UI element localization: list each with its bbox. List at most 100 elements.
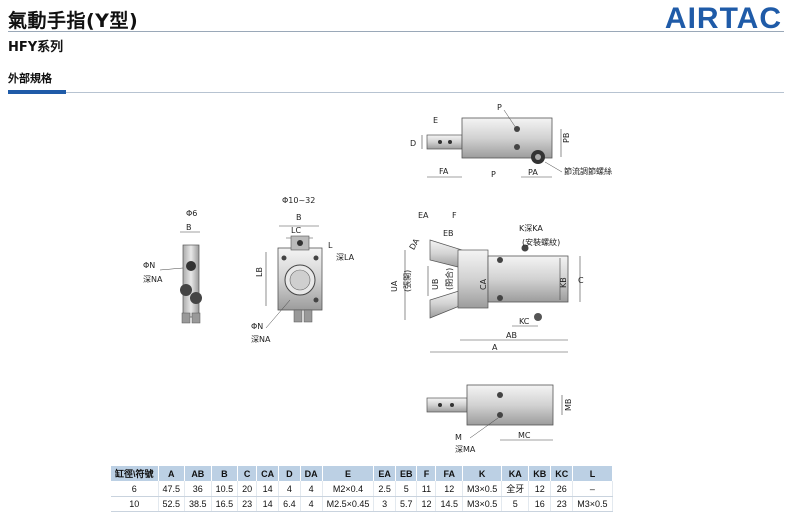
top-p-label: P: [497, 103, 502, 112]
top-pa-label: PA: [528, 168, 538, 177]
bottom-m-label: M: [455, 433, 462, 442]
small-na-label: 深NA: [143, 275, 163, 284]
table-cell: 26: [550, 481, 574, 497]
brand-logo: AIRTAC: [664, 2, 782, 35]
table-cell: 52.5: [158, 496, 186, 512]
table-cell: 6: [111, 481, 159, 497]
mid-l-label: L: [328, 241, 333, 250]
table-header: D: [278, 466, 301, 481]
table-header: B: [211, 466, 239, 481]
mid-dia-label: Φ10~32: [282, 196, 315, 205]
table-cell: 12: [416, 496, 437, 512]
bottom-view: MB M 深MA MC: [426, 384, 573, 454]
bottom-mb-label: MB: [564, 399, 573, 411]
table-cell: M2.5×0.45: [322, 496, 375, 512]
mid-b-label: B: [296, 213, 302, 222]
table-header: A: [158, 466, 186, 481]
page-title: 氣動手指(Y型): [8, 10, 139, 32]
table-cell: 5: [501, 496, 530, 512]
mid-la-label: 深LA: [336, 253, 355, 262]
table-header: K: [462, 466, 503, 481]
top-d-label: D: [410, 139, 416, 148]
main-kc-label: KC: [519, 317, 530, 326]
table-header: KA: [501, 466, 530, 481]
table-row: 10 52.5 38.5 16.5 23 14 6.4 4 M2.5×0.45 …: [111, 496, 613, 512]
table-cell: 12: [435, 481, 463, 497]
table-cell: 16: [528, 496, 552, 512]
top-pb-label: PB: [562, 133, 571, 143]
main-ua-label: UA: [390, 280, 399, 292]
main-f-label: F: [452, 211, 457, 220]
table-cell: 2.5: [373, 481, 396, 497]
table-header: CA: [256, 466, 280, 481]
main-side-view: EA F EB DA UA (張開) UB (閉合) CA KB C K深KA …: [390, 211, 584, 353]
table-cell: 14: [256, 496, 280, 512]
table-cell: 3: [373, 496, 396, 512]
table-header: KC: [550, 466, 574, 481]
table-header: FA: [435, 466, 463, 481]
table-header: AB: [184, 466, 212, 481]
table-header: DA: [300, 466, 323, 481]
mid-lb-label: LB: [255, 267, 264, 277]
table-cell: M3×0.5: [462, 481, 503, 497]
table-cell: M3×0.5: [462, 496, 503, 512]
table-cell: 全牙: [501, 481, 530, 497]
table-cell: 4: [300, 496, 323, 512]
mid-front-view: Φ10~32 B LC LB L 深LA ΦN 深NA: [251, 196, 355, 344]
main-ub-note: (閉合): [444, 268, 454, 290]
section-underline: [8, 90, 66, 94]
main-da-label: DA: [408, 237, 422, 252]
main-a-label: A: [492, 343, 498, 352]
table-cell: 11: [416, 481, 437, 497]
mid-n-label: ΦN: [251, 322, 263, 331]
main-ub-label: UB: [431, 279, 440, 290]
table-cell: 5: [395, 481, 418, 497]
spec-table: 缸徑\符號 A AB B C CA D DA E EA EB F FA K KA…: [111, 466, 613, 512]
table-cell: 16.5: [211, 496, 239, 512]
series-label: HFY系列: [8, 40, 64, 55]
table-cell: M3×0.5: [572, 496, 613, 512]
top-note-label: 節流調節螺絲: [564, 166, 612, 176]
table-header: EB: [395, 466, 418, 481]
table-cell: 23: [237, 496, 258, 512]
main-ab-label: AB: [506, 331, 517, 340]
mid-na-label: 深NA: [251, 335, 271, 344]
table-cell: 14: [256, 481, 280, 497]
table-cell: 47.5: [158, 481, 186, 497]
table-cell: 38.5: [184, 496, 212, 512]
top-view: P E D PB FA P PA 節流調節螺絲: [410, 103, 612, 179]
main-c-label: C: [578, 276, 584, 285]
section-heading: 外部規格: [8, 72, 52, 85]
table-cell: 4: [300, 481, 323, 497]
small-dia-label: Φ6: [186, 209, 197, 218]
table-header: F: [416, 466, 437, 481]
top-fa-label: FA: [439, 167, 449, 176]
table-cell: 10: [111, 496, 159, 512]
main-ua-note: (張開): [403, 270, 412, 292]
table-header: L: [572, 466, 613, 481]
table-header: KB: [528, 466, 552, 481]
top-e-label: E: [433, 116, 438, 125]
main-ca-label: CA: [479, 278, 488, 290]
table-header: 缸徑\符號: [111, 466, 159, 481]
small-n-label: ΦN: [143, 261, 155, 270]
small-front-view: Φ6 B ΦN 深NA: [143, 209, 202, 324]
table-cell: 10.5: [211, 481, 239, 497]
bottom-ma-label: 深MA: [455, 445, 476, 454]
table-cell: 12: [528, 481, 552, 497]
main-kb-label: KB: [559, 277, 568, 288]
table-header: C: [237, 466, 258, 481]
table-header: E: [322, 466, 375, 481]
section-divider: [66, 92, 784, 93]
table-cell: 14.5: [435, 496, 463, 512]
header-divider: [8, 31, 784, 32]
table-cell: 36: [184, 481, 212, 497]
top-p2-label: P: [491, 170, 496, 179]
table-row: 6 47.5 36 10.5 20 14 4 4 M2×0.4 2.5 5 11…: [111, 481, 613, 497]
table-cell: 4: [278, 481, 301, 497]
table-header-row: 缸徑\符號 A AB B C CA D DA E EA EB F FA K KA…: [111, 466, 613, 481]
table-cell: 20: [237, 481, 258, 497]
main-eb-label: EB: [443, 229, 454, 238]
bottom-mc-label: MC: [518, 431, 531, 440]
